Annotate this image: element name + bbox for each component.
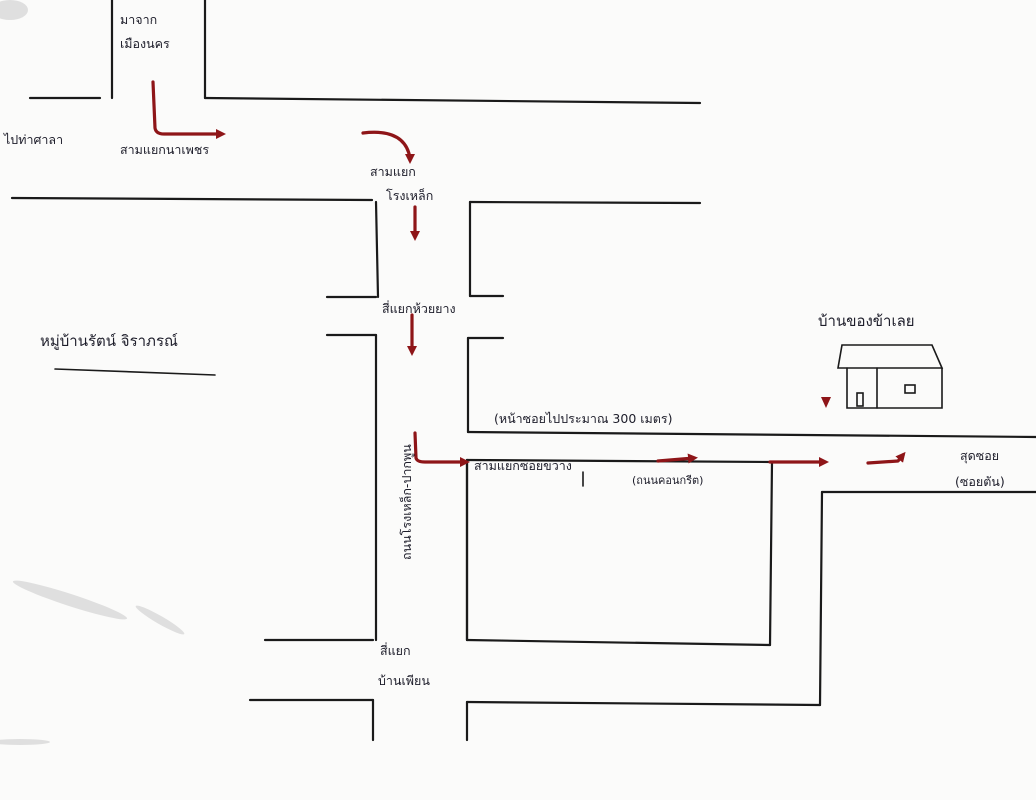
house-roof [837, 344, 944, 369]
house-icon [837, 344, 944, 409]
road-soi-bottom-a [465, 458, 774, 464]
road-vertical-left-a [374, 200, 380, 299]
label-to-tha-sala: ไปท่าศาลา [3, 132, 63, 147]
label-junction-rongkhuet: สามแยก โรงเหล็ก [370, 164, 433, 203]
label-junction-soi-khwang: สามแยกซอยขวาง [474, 458, 572, 473]
house-door [856, 392, 864, 407]
label-from-mueang: มาจาก เมืองนคร [120, 12, 170, 51]
label-soi-end: สุดซอย (ซอยตัน) [955, 448, 1005, 489]
arrow-icon [151, 80, 226, 139]
label-house-title: บ้านของข้าเลย [818, 312, 915, 330]
block-bottom [465, 638, 772, 647]
label-from-mueang-line2: เมืองนคร [120, 36, 170, 51]
road-banmai-right [465, 700, 822, 707]
arrow-icon [413, 431, 470, 467]
block-right [768, 460, 774, 647]
label-soi-end-line2: (ซอยตัน) [955, 474, 1005, 489]
label-from-mueang-line1: มาจาก [120, 12, 157, 27]
marker-icon [821, 397, 831, 408]
label-soi-distance: (หน้าซอยไปประมาณ 300 เมตร) [494, 411, 672, 426]
label-village: หมู่บ้านรัตน์ จิราภรณ์ [40, 332, 178, 350]
house-window [904, 384, 916, 394]
label-road-main: ถนนโรงเหล็ก-ปากพูน [399, 444, 415, 560]
label-concrete-road: (ถนนคอนกรีต) [632, 474, 703, 487]
road-main-bottom-left [10, 196, 374, 202]
label-soi-end-line1: สุดซอย [960, 448, 999, 464]
route-arrows [151, 80, 906, 467]
label-junction-na-phet: สามแยกนาเพชร [120, 142, 209, 157]
house-walls [846, 367, 943, 409]
label-junction-huai-yang: สี่แยกห้วยยาง [382, 300, 456, 316]
scan-smudge [0, 0, 185, 745]
village-underline [54, 368, 216, 376]
label-junction-rongkhuet-line1: สามแยก [370, 164, 416, 179]
road-soi-top [466, 430, 1036, 439]
label-junction-ban-mai-line1: สี่แยก [380, 642, 411, 658]
road-network [10, 0, 1036, 742]
arrow-icon [866, 451, 906, 465]
arrow-icon [656, 453, 698, 464]
label-junction-rongkhuet-line2: โรงเหล็ก [386, 188, 433, 203]
arrow-icon [361, 130, 415, 164]
road-top-edge-right [203, 96, 702, 105]
road-main-bottom-right [468, 200, 702, 205]
map-labels: มาจาก เมืองนคร ไปท่าศาลา สามแยกนาเพชร สา… [3, 12, 1005, 688]
label-junction-ban-mai: สี่แยก บ้านเพียน [378, 642, 430, 688]
road-right-vertical [818, 490, 824, 707]
label-junction-ban-mai-line2: บ้านเพียน [378, 673, 430, 688]
